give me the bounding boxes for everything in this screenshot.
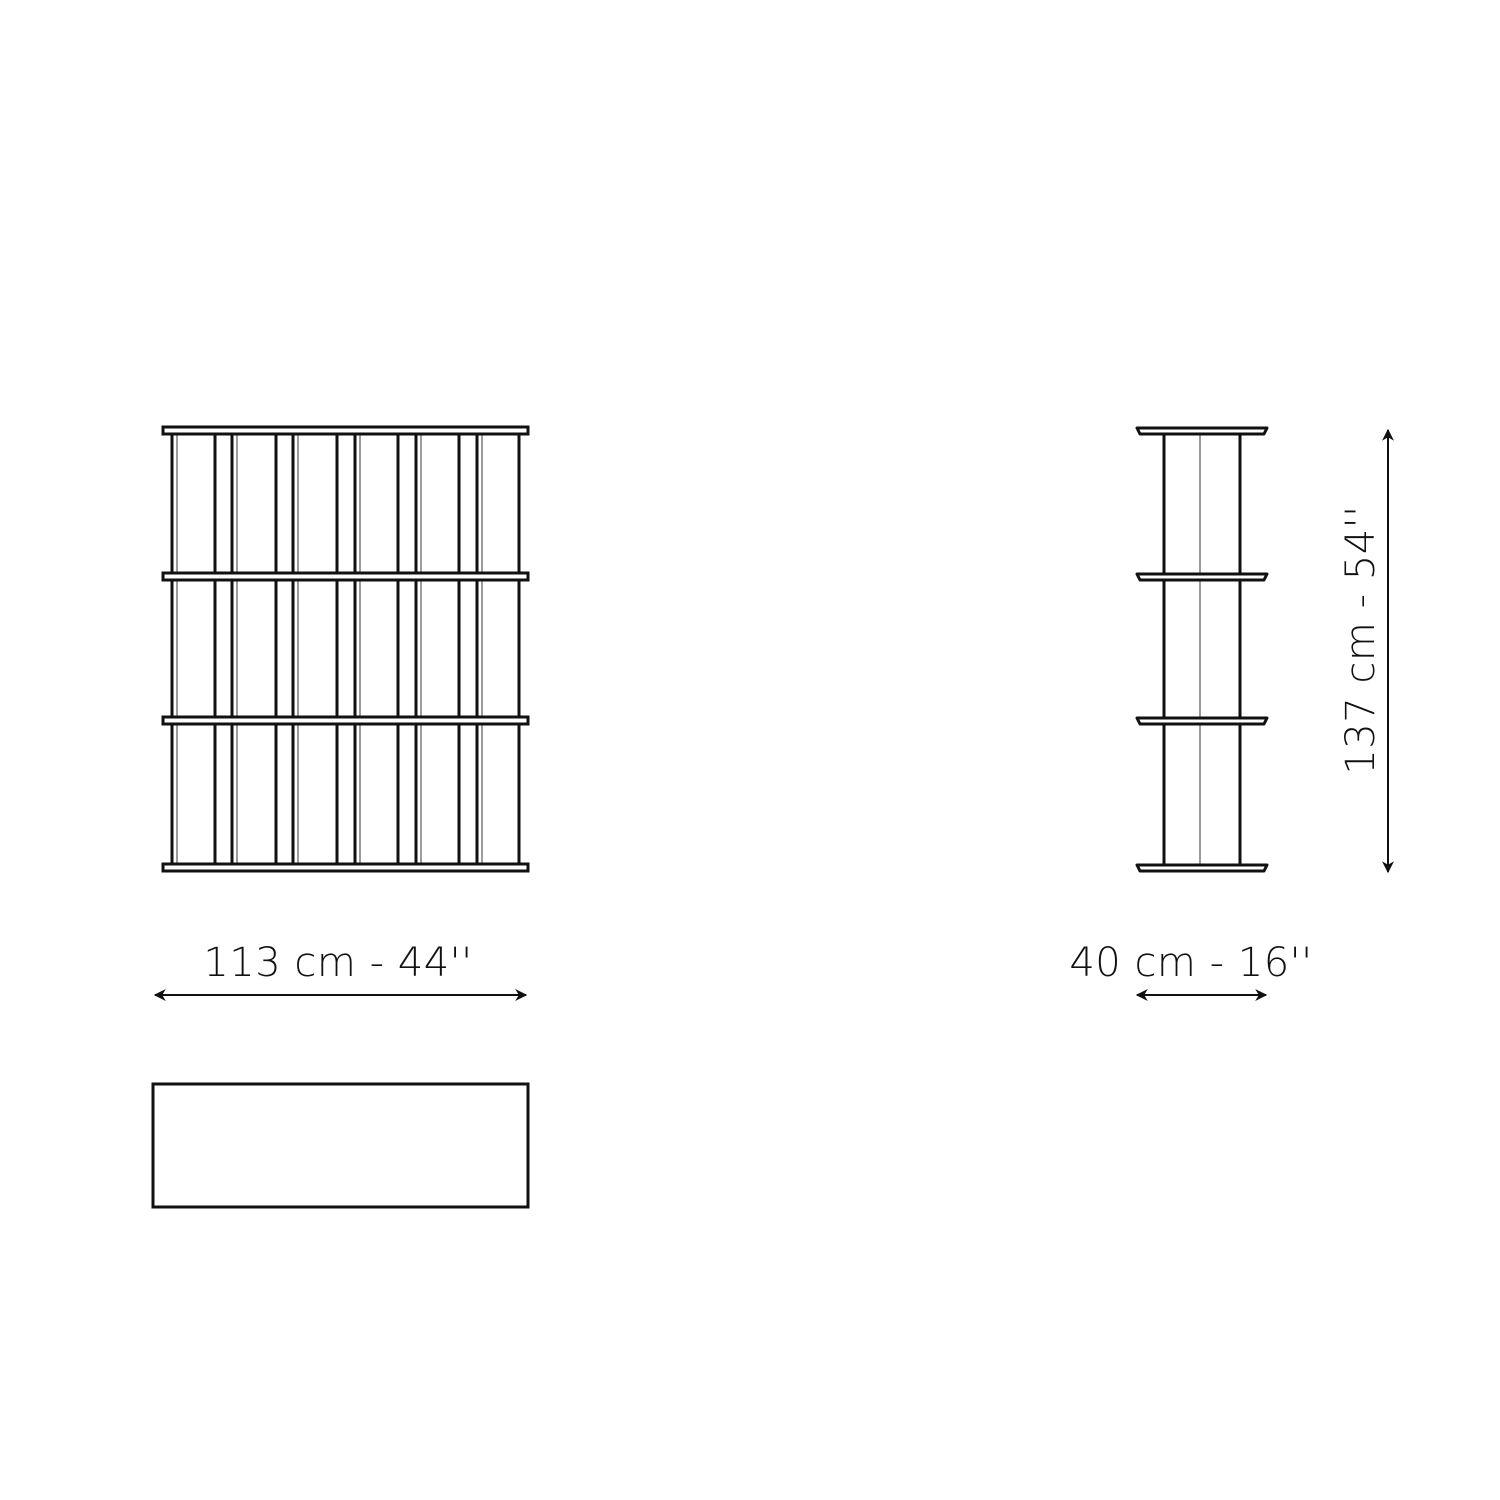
height-label: 137 cm - 54'' — [1338, 505, 1384, 774]
width-label: 113 cm - 44'' — [203, 940, 472, 986]
front-posts — [170, 434, 521, 864]
front-view — [161, 425, 530, 873]
depth-dimension: 40 cm - 16'' — [1069, 940, 1312, 1001]
front-shelf-2 — [161, 571, 530, 582]
front-shelves — [161, 425, 530, 873]
height-dimension: 137 cm - 54'' — [1338, 428, 1394, 874]
front-shelf-4 — [161, 862, 530, 873]
side-shelf-4 — [1135, 863, 1269, 873]
side-view — [1135, 426, 1269, 873]
front-shelf-3 — [161, 715, 530, 726]
front-post-inner-lines — [176, 434, 483, 864]
top-view-outline — [151, 1082, 530, 1209]
side-shelf-2 — [1135, 572, 1269, 582]
width-dimension: 113 cm - 44'' — [153, 940, 528, 1001]
side-shelf-1 — [1135, 426, 1269, 436]
front-shelf-1 — [161, 425, 530, 436]
depth-label: 40 cm - 16'' — [1069, 940, 1312, 986]
side-shelf-3 — [1135, 716, 1269, 726]
side-shelves — [1135, 426, 1269, 873]
